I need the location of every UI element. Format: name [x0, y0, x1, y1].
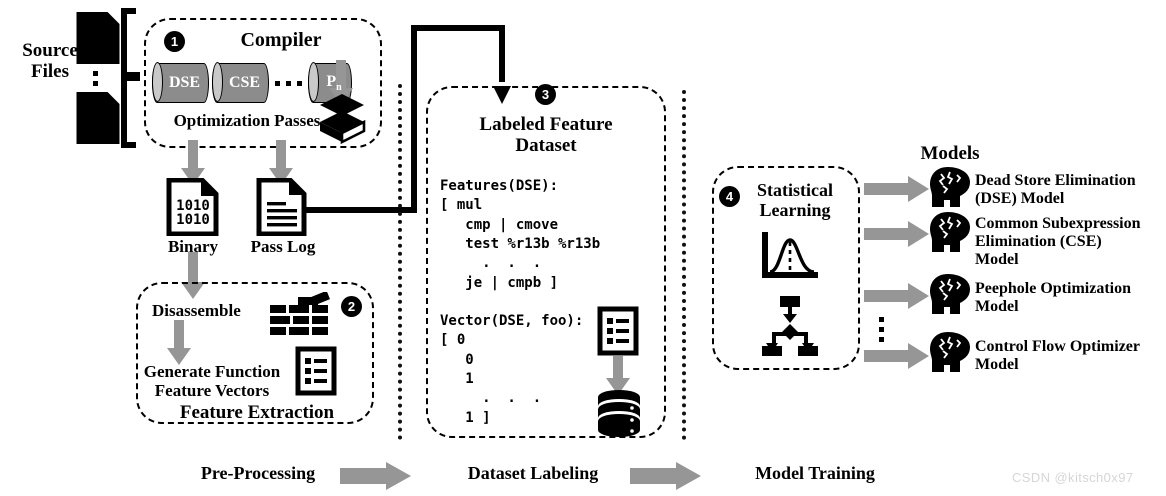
disassemble-label: Disassemble	[152, 301, 241, 320]
database-icon	[598, 390, 640, 437]
feature-extraction-title: Feature Extraction	[179, 402, 335, 423]
pass-log-label: Pass Log	[250, 237, 316, 256]
source-file-icon-top	[76, 12, 120, 64]
statistical-learning-box	[712, 166, 860, 370]
compiler-box	[144, 18, 382, 148]
models-ellipsis	[879, 312, 884, 347]
optimization-passes-caption: Optimization Passes	[173, 111, 321, 130]
checklist-icon-extraction	[295, 346, 337, 396]
source-files-bracket	[121, 8, 140, 148]
pass-cylinder-cse[interactable]: CSE	[212, 62, 269, 103]
statistical-learning-title: Statistical Learning	[757, 180, 833, 221]
pass-label-cse: CSE	[228, 74, 261, 91]
pass-label-dse: DSE	[168, 74, 201, 91]
binary-arrow	[181, 140, 205, 185]
watermark: CSDN @kitsch0x97	[1012, 470, 1134, 485]
models-heading: Models	[920, 143, 980, 164]
compiler-title: Compiler	[240, 29, 322, 51]
phase-arrow-1	[340, 462, 411, 490]
binary-file-icon: 1010 1010	[166, 178, 219, 236]
source-files-ellipsis	[93, 66, 98, 91]
phase-label-model-training: Model Training	[755, 463, 875, 483]
brain-head-icon-2	[930, 212, 970, 252]
model-arrow-3	[864, 283, 929, 309]
brain-head-icon-4	[930, 332, 970, 372]
source-files-label: Source Files	[22, 40, 78, 83]
svg-text:1010: 1010	[176, 212, 210, 228]
model-label-4: Control Flow Optimizer Model	[975, 338, 1141, 373]
brain-head-icon-1	[930, 167, 970, 207]
feature-extraction-step-arrow	[167, 320, 191, 365]
labeled-dataset-badge: 3	[535, 84, 556, 105]
model-arrow-4	[864, 343, 929, 369]
section-divider-right	[682, 90, 686, 440]
brick-wall-icon	[270, 292, 330, 335]
pass-cylinder-dse[interactable]: DSE	[152, 62, 209, 103]
decision-tree-icon	[762, 296, 818, 356]
model-arrow-2	[864, 221, 929, 247]
source-file-icon-bottom	[76, 92, 120, 144]
model-label-2: Common Subexpression Elimination (CSE) M…	[975, 215, 1141, 268]
dataset-store-arrow	[606, 356, 630, 395]
compiler-output-arrow	[329, 60, 353, 105]
svg-text:1010: 1010	[176, 198, 210, 214]
package-box-icon	[320, 94, 366, 144]
pass-label-pn: Pn	[326, 72, 342, 94]
checklist-icon-dataset	[597, 306, 639, 356]
statistical-learning-badge: 4	[719, 186, 740, 207]
gaussian-curve-chart-icon	[762, 232, 818, 278]
pass-log-icon	[256, 178, 307, 236]
feature-extraction-box	[136, 282, 374, 424]
labeled-dataset-title: Labeled Feature Dataset	[479, 114, 613, 157]
binary-label: Binary	[167, 237, 219, 256]
pass-ellipsis	[275, 80, 302, 86]
phase-label-pre-processing: Pre-Processing	[200, 463, 316, 483]
pass-log-arrow	[269, 140, 293, 185]
vector-code-block: Vector(DSE, foo): [ 0 0 1 . . . 1 ]	[440, 313, 584, 426]
brain-head-icon-3	[930, 274, 970, 314]
phase-arrow-2	[630, 462, 701, 490]
compiler-badge: 1	[164, 31, 185, 52]
model-arrow-1	[864, 176, 929, 202]
section-divider-left	[398, 84, 402, 440]
phase-label-dataset-labeling: Dataset Labeling	[467, 463, 599, 483]
binary-to-feature-arrow	[181, 252, 205, 299]
features-code-block: Features(DSE): [ mul cmp | cmove test %r…	[440, 178, 601, 291]
model-label-1: Dead Store Elimination (DSE) Model	[975, 172, 1136, 207]
feature-extraction-badge: 2	[341, 296, 362, 317]
optimization-pass-row: DSE CSE Pn	[152, 62, 352, 103]
pass-log-to-dataset-connector	[306, 25, 511, 213]
model-label-3: Peephole Optimization Model	[975, 280, 1131, 315]
generate-feature-vectors-label: Generate Function Feature Vectors	[143, 362, 281, 401]
